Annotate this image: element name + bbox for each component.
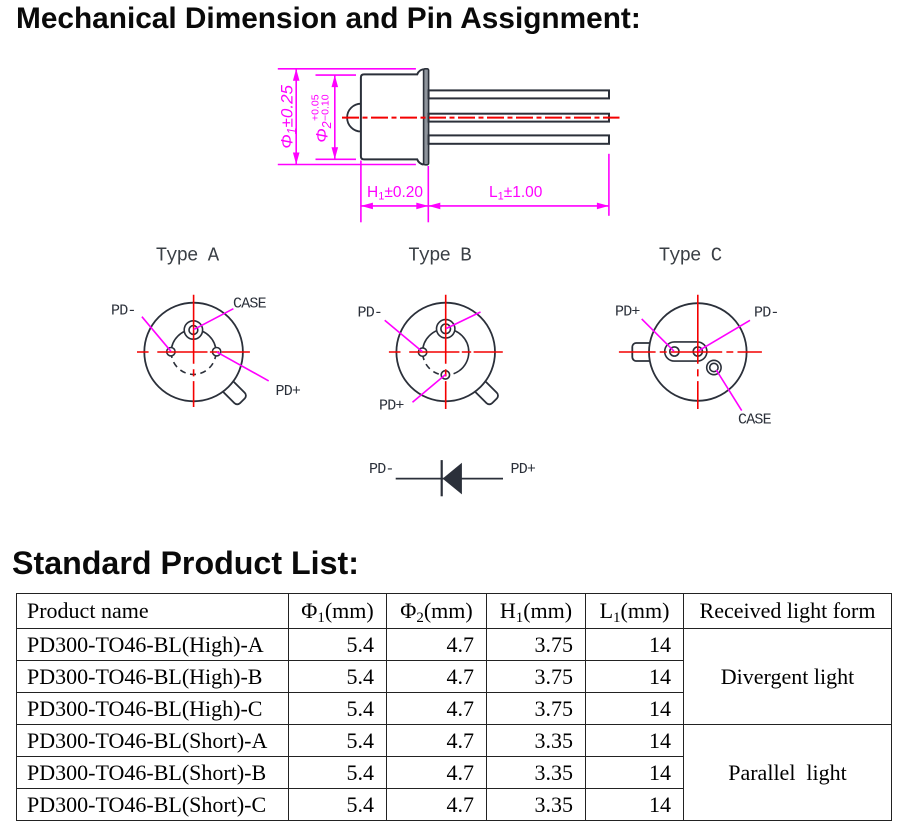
svg-text:CASE: CASE bbox=[233, 296, 267, 313]
svg-text:Φ1±0.25: Φ1±0.25 bbox=[278, 84, 300, 148]
svg-text:H1±0.20: H1±0.20 bbox=[367, 184, 423, 203]
svg-text:−0.10: −0.10 bbox=[320, 94, 332, 121]
svg-text:Type A: Type A bbox=[156, 245, 220, 267]
svg-text:L1±1.00: L1±1.00 bbox=[489, 184, 543, 203]
svg-text:Type C: Type C bbox=[659, 245, 722, 267]
svg-text:PD+: PD+ bbox=[511, 461, 536, 478]
svg-text:PD+: PD+ bbox=[379, 398, 404, 415]
svg-text:PD+: PD+ bbox=[615, 304, 640, 321]
svg-text:PD+: PD+ bbox=[276, 383, 301, 400]
svg-text:PD-: PD- bbox=[111, 303, 136, 320]
svg-text:Φ2: Φ2 bbox=[313, 121, 335, 142]
svg-text:PD-: PD- bbox=[369, 461, 394, 478]
svg-text:CASE: CASE bbox=[738, 412, 772, 429]
svg-text:Type B: Type B bbox=[408, 245, 471, 267]
svg-text:+0.05: +0.05 bbox=[310, 94, 322, 121]
svg-text:PD-: PD- bbox=[358, 305, 383, 322]
svg-text:PD-: PD- bbox=[754, 305, 779, 322]
